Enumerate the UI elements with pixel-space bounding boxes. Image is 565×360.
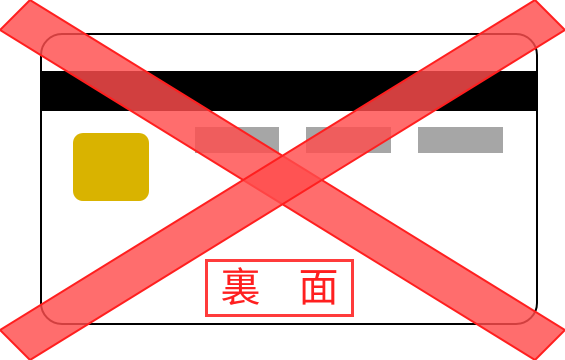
gray-bar-2 [306, 127, 391, 153]
gray-bar-3 [418, 127, 503, 153]
ic-chip-icon [73, 133, 149, 201]
magnetic-stripe [42, 71, 536, 111]
back-side-label: 裏面 [220, 265, 377, 311]
back-side-label-box: 裏面 [205, 259, 354, 317]
gray-bar-1 [195, 127, 279, 153]
